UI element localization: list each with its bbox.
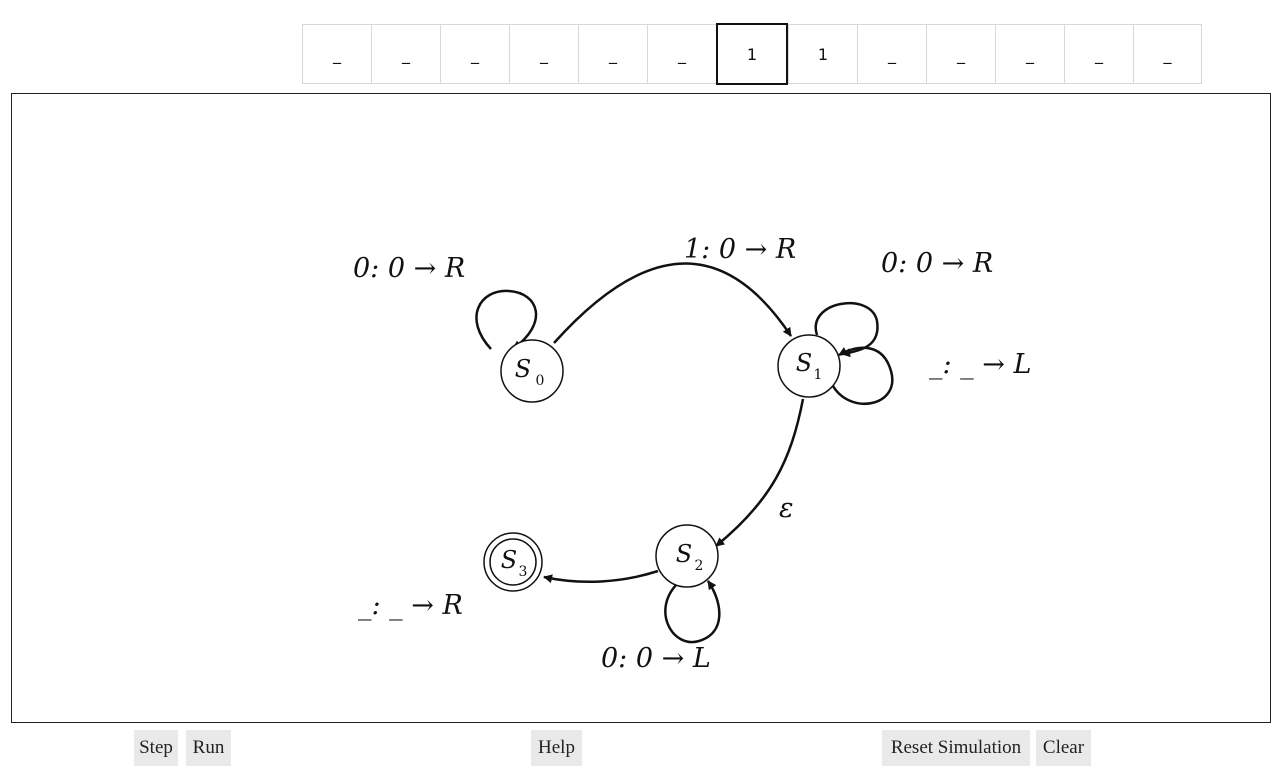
tape-cell: _ — [926, 24, 995, 84]
state-diagram-canvas[interactable]: S 0 S 1 S 2 S 3 0: 0 → R 1: 0 → R 0: 0 →… — [11, 93, 1271, 723]
tape-cell-head: 1 — [716, 23, 788, 85]
tape-cell: _ — [995, 24, 1064, 84]
label-s2-self: 0: 0 → L — [601, 643, 711, 674]
tape-cell: _ — [1064, 24, 1133, 84]
label-s0-s1: 1: 0 → R — [684, 234, 796, 265]
tape-cell: _ — [440, 24, 509, 84]
edge-s2-self — [664, 580, 721, 644]
tape-cell: _ — [647, 24, 716, 84]
edge-s0-self — [475, 289, 538, 351]
label-s0-self: 0: 0 → R — [353, 253, 465, 284]
tape-cell: _ — [302, 24, 371, 84]
state-s1[interactable]: S 1 — [777, 334, 841, 398]
label-s1-s2: ε — [779, 493, 794, 524]
tape-cell: _ — [578, 24, 647, 84]
edge-s0-s1 — [553, 262, 793, 344]
edge-s2-s3 — [543, 569, 659, 584]
state-s0-sub: 0 — [536, 373, 545, 389]
tape-cell: _ — [371, 24, 440, 84]
tape-cell: 1 — [788, 24, 857, 84]
tape-cell: _ — [857, 24, 926, 84]
state-s1-name: S — [796, 349, 812, 377]
state-s3-sub: 3 — [519, 564, 528, 580]
label-s1-self-b: _: _ → L — [929, 349, 1031, 380]
tape-cell: _ — [509, 24, 578, 84]
state-s2[interactable]: S 2 — [655, 524, 719, 588]
reset-simulation-button[interactable]: Reset Simulation — [882, 730, 1030, 766]
state-diagram: S 0 S 1 S 2 S 3 0: 0 → R 1: 0 → R 0: 0 →… — [353, 234, 1031, 674]
clear-button[interactable]: Clear — [1036, 730, 1091, 766]
tape-cell: _ — [1133, 24, 1202, 84]
label-s1-self-a: 0: 0 → R — [881, 248, 993, 279]
edge-s1-self-a — [814, 301, 879, 358]
state-s2-sub: 2 — [695, 558, 704, 574]
label-s2-s3: _: _ → R — [358, 590, 463, 621]
state-s3-name: S — [501, 546, 517, 574]
state-s0-name: S — [515, 355, 531, 383]
step-button[interactable]: Step — [134, 730, 178, 766]
state-s3[interactable]: S 3 — [483, 532, 543, 592]
run-button[interactable]: Run — [186, 730, 231, 766]
edge-s1-s2 — [715, 398, 805, 547]
edge-s1-self-b — [831, 346, 894, 405]
state-s0[interactable]: S 0 — [500, 339, 564, 403]
state-s1-sub: 1 — [814, 367, 823, 383]
state-s2-name: S — [676, 540, 692, 568]
help-button[interactable]: Help — [531, 730, 582, 766]
